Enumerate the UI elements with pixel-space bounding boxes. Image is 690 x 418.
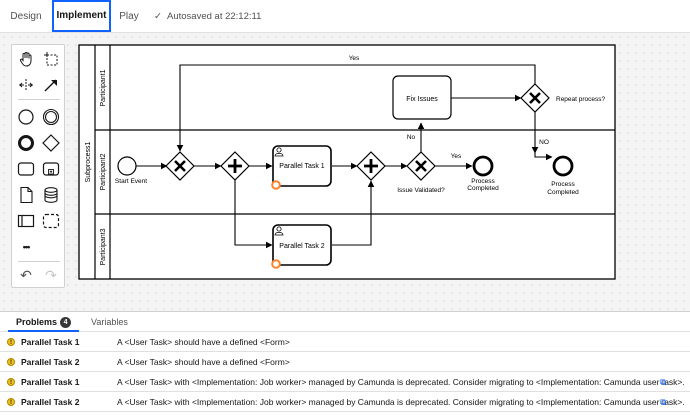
undo-icon[interactable]: ↶ (20, 266, 32, 283)
more-tools-icon[interactable]: ••• (22, 242, 30, 252)
problem-marker-icon (271, 180, 281, 190)
bpmn-diagram[interactable]: Subprocess1 Participant1 Participant2 Pa… (78, 44, 618, 281)
warning-icon (7, 373, 15, 393)
exclusive-gateway-repeat[interactable] (520, 83, 550, 113)
exclusive-gateway-issue-validated[interactable] (406, 151, 436, 181)
problem-element: Parallel Task 1 (21, 337, 80, 347)
autosave-text: Autosaved at 22:12:11 (167, 11, 262, 22)
autosave-status: ✓ Autosaved at 22:12:11 (154, 0, 261, 33)
lasso-tool-icon[interactable] (40, 48, 62, 70)
start-event[interactable] (117, 156, 137, 176)
issue-validated-label: Issue Validated? (397, 187, 445, 194)
problems-count-badge: 4 (60, 317, 72, 328)
problem-row[interactable]: Parallel Task 2 A <User Task> should hav… (0, 352, 690, 373)
exclusive-gateway-merge[interactable] (165, 151, 195, 181)
warning-icon (7, 353, 15, 373)
hand-tool-icon[interactable] (15, 48, 37, 70)
tab-variables[interactable]: Variables (91, 317, 128, 327)
end-event-1-label-line1: Process (471, 178, 495, 185)
tab-implement[interactable]: Implement (52, 0, 111, 32)
data-object-icon[interactable] (15, 184, 37, 206)
end-event-2-label-line1: Process (551, 181, 575, 188)
problem-row[interactable]: Parallel Task 1 A <User Task> with <Impl… (0, 372, 690, 393)
task-icon[interactable] (15, 158, 37, 180)
pool-subprocess1[interactable]: Subprocess1 (78, 44, 616, 280)
problem-row[interactable]: Parallel Task 2 A <User Task> with <Impl… (0, 392, 690, 413)
external-link-icon[interactable]: ⧉ (660, 377, 667, 387)
warning-icon (7, 333, 15, 353)
flow-label-no-right: NO (539, 139, 549, 146)
problem-message: A <User Task> should have a defined <For… (117, 337, 290, 347)
problem-element: Parallel Task 2 (21, 357, 80, 367)
start-event-icon[interactable] (15, 106, 37, 128)
user-task-icon (274, 147, 284, 157)
intermediate-event-icon[interactable] (40, 106, 62, 128)
space-tool-icon[interactable] (15, 74, 37, 96)
tab-problems-label: Problems (16, 317, 58, 327)
pool-icon[interactable] (15, 210, 37, 232)
fix-issues-label: Fix Issues (406, 96, 438, 103)
end-event-process-completed-1[interactable] (472, 155, 494, 177)
repeat-process-label: Repeat process? (556, 96, 606, 103)
redo-icon[interactable]: ↷ (45, 266, 57, 283)
gateway-icon[interactable] (40, 132, 62, 154)
lane-label-3: Participant3 (100, 228, 107, 265)
checkmark-icon: ✓ (154, 11, 162, 22)
group-icon[interactable] (40, 210, 62, 232)
start-event-label: Start Event (115, 178, 147, 185)
problem-element: Parallel Task 2 (21, 397, 80, 407)
end-event-process-completed-2[interactable] (552, 155, 574, 177)
end-event-icon[interactable] (15, 132, 37, 154)
end-event-2-label-line2: Completed (547, 189, 579, 196)
problem-marker-icon (271, 259, 281, 269)
end-event-1-label-line2: Completed (467, 185, 499, 192)
problem-row[interactable]: Parallel Task 1 A <User Task> should hav… (0, 332, 690, 353)
pool-label: Subprocess1 (85, 141, 92, 182)
flow-label-yes-top: Yes (349, 55, 360, 62)
data-store-icon[interactable] (40, 184, 62, 206)
tab-play[interactable]: Play (119, 11, 139, 22)
warning-icon (7, 393, 15, 413)
task2-label: Parallel Task 2 (279, 243, 325, 250)
parallel-gateway-split[interactable] (220, 151, 250, 181)
tab-design[interactable]: Design (10, 11, 42, 22)
problem-message: A <User Task> should have a defined <For… (117, 357, 290, 367)
problem-message: A <User Task> with <Implementation: Job … (117, 377, 685, 387)
lane-label-2: Participant2 (100, 153, 107, 190)
task1-label: Parallel Task 1 (279, 163, 325, 170)
problem-message: A <User Task> with <Implementation: Job … (117, 397, 685, 407)
user-task-parallel-2[interactable] (271, 224, 332, 269)
external-link-icon[interactable]: ⧉ (660, 397, 667, 407)
task-fix-issues[interactable] (392, 75, 452, 120)
flow-label-yes-mid: Yes (451, 153, 462, 160)
user-task-icon (274, 226, 284, 236)
tool-palette: ••• ↶ ↷ (11, 44, 65, 288)
lane-label-1: Participant1 (100, 69, 107, 106)
user-task-parallel-1[interactable] (271, 145, 332, 190)
connect-tool-icon[interactable] (40, 74, 62, 96)
subprocess-icon[interactable] (40, 158, 62, 180)
parallel-gateway-join[interactable] (356, 151, 386, 181)
flow-label-no-left: No (407, 134, 416, 141)
problem-element: Parallel Task 1 (21, 377, 80, 387)
top-tab-bar: Design Implement Play ✓ Autosaved at 22:1… (0, 0, 690, 33)
